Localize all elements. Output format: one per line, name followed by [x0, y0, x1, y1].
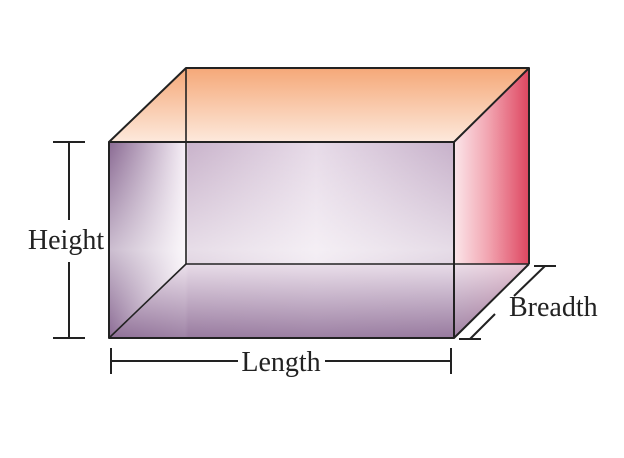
length-label: Length	[241, 347, 320, 378]
cuboid-edges	[108, 67, 530, 339]
length-dimension	[110, 348, 452, 374]
cuboid-top-face	[109, 68, 529, 142]
height-dimension	[53, 141, 85, 339]
cuboid-bottom-face	[109, 264, 529, 338]
cuboid-hidden-edges	[108, 68, 529, 339]
breadth-label: Breadth	[509, 292, 598, 323]
height-label: Height	[28, 225, 104, 256]
breadth-dimension	[459, 265, 556, 340]
